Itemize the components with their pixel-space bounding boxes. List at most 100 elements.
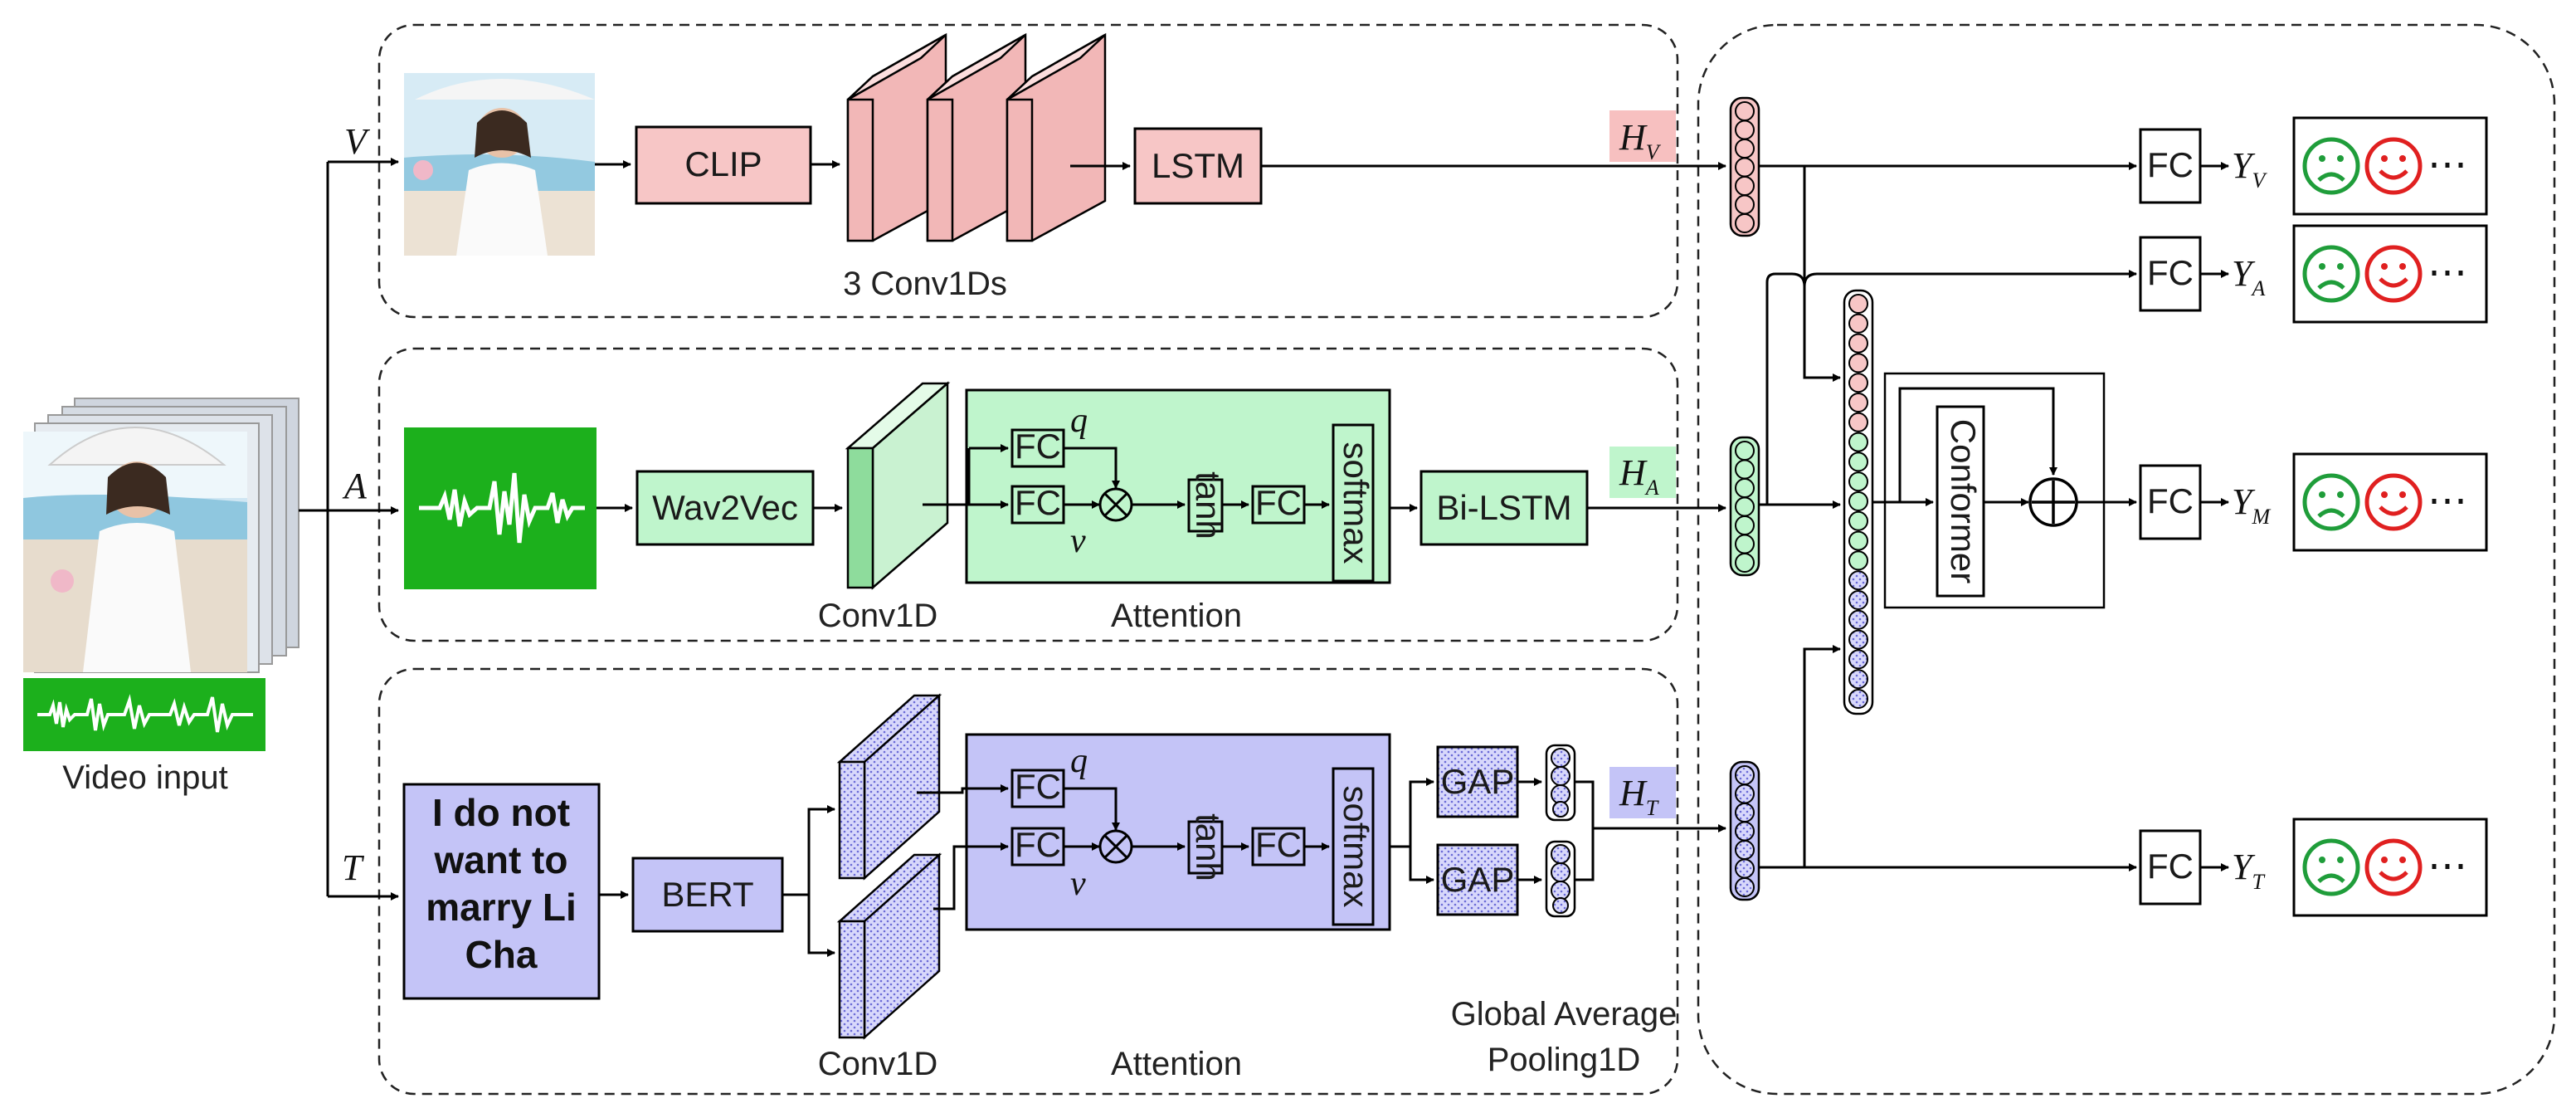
sad-face-eye: [2319, 857, 2325, 863]
output-fc-box: [2139, 464, 2202, 540]
happy-face-icon: [2364, 838, 2423, 896]
happy-face-icon: [2364, 137, 2423, 195]
concat-cell: [1848, 491, 1868, 511]
bert-label: BERT: [661, 875, 753, 914]
text-v-label: v: [1070, 865, 1086, 903]
concat-cell: [1848, 353, 1868, 373]
gap-top-label: GAP: [1441, 762, 1515, 801]
visual-conv-caption: 3 Conv1Ds: [843, 266, 1007, 302]
happy-face-eye: [2399, 155, 2406, 162]
label-t: T: [342, 847, 365, 888]
ha-label: HA: [1619, 452, 1659, 500]
ht-vector-cells: [1735, 765, 1755, 897]
concat-cell: [1848, 432, 1868, 452]
sad-face-mouth: [2317, 280, 2345, 290]
text-v-arrow: [933, 842, 1009, 910]
lstm-label: LSTM: [1152, 146, 1244, 185]
concat-cell: [1848, 452, 1868, 472]
concat-cell: [1848, 510, 1868, 531]
gap-caption-line-1: Global Average: [1451, 996, 1678, 1032]
vector-cell: [1735, 176, 1755, 196]
audio-fc-out: [1251, 485, 1306, 525]
video-frame-image: [23, 427, 247, 672]
happy-face-eye: [2381, 491, 2388, 498]
sad-face-mouth: [2317, 172, 2345, 182]
sentence-line-3: marry Li: [426, 886, 577, 929]
text-attention-caption: Attention: [1111, 1046, 1242, 1082]
ht-badge: [1609, 767, 1676, 818]
sentiment-box: [2292, 818, 2488, 917]
concat-vector-cells: [1848, 294, 1868, 709]
audio-waveform-image: [404, 427, 597, 589]
concat-cell: [1848, 530, 1868, 551]
happy-face-mouth: [2379, 277, 2408, 288]
output-fc-label: FC: [2147, 481, 2194, 520]
output-fc-label: FC: [2147, 253, 2194, 292]
gap-bottom-label: GAP: [1441, 860, 1515, 899]
ha-up-line: [1765, 272, 1818, 505]
sentence-box: [402, 783, 601, 1000]
concat-cell: [1848, 313, 1868, 334]
ellipsis: ⋯: [2427, 844, 2467, 888]
text-tanh-label: tanh: [1189, 813, 1228, 881]
ellipsis: ⋯: [2427, 479, 2467, 523]
sad-face-eye: [2337, 491, 2344, 498]
vector-cell: [1735, 840, 1755, 860]
output-y-label: YM: [2232, 481, 2271, 529]
video-input-stack: [23, 398, 299, 673]
vector-cell: [1735, 877, 1755, 897]
text-fc-v-label: FC: [1015, 825, 1061, 864]
text-q-label: q: [1070, 742, 1088, 780]
gap-top-vector: [1545, 744, 1576, 822]
bert-to-conv-top: [807, 805, 835, 895]
text-attn-gap-bottom: [1409, 847, 1434, 884]
hv-label: HV: [1619, 117, 1662, 164]
ht-to-concat: [1803, 645, 1841, 867]
video-input-waveform: [23, 678, 265, 751]
happy-face-eye: [2399, 491, 2406, 498]
sad-face-eye: [2319, 263, 2325, 270]
concat-cell: [1848, 649, 1868, 670]
audio-softmax-box: [1332, 423, 1375, 583]
sad-face-icon: [2302, 838, 2360, 896]
visual-branch-frame: [377, 23, 1679, 319]
audio-v-label: v: [1070, 522, 1086, 560]
gap-caption-line-2: Pooling1D: [1488, 1042, 1641, 1078]
happy-face-eye: [2381, 857, 2388, 863]
text-fc-out: [1251, 827, 1306, 866]
audio-tanh-box: [1187, 478, 1224, 533]
text-conv1d-bottom: [836, 852, 942, 1040]
text-fc-out-label: FC: [1255, 825, 1302, 864]
output-y-label: YA: [2232, 253, 2265, 300]
audio-multiply-cross: [1103, 492, 1128, 517]
lstm-box: [1133, 127, 1263, 205]
audio-fc-v-label: FC: [1015, 483, 1061, 522]
wav2vec-box: [635, 470, 815, 546]
fusion-frame: [1697, 23, 2556, 1096]
vector-cell: [1735, 553, 1755, 573]
text-conv1d-top: [836, 693, 942, 881]
concat-cell: [1848, 669, 1868, 690]
visual-conv1d-stack: [846, 32, 1107, 242]
audio-fc-q-label: FC: [1015, 427, 1061, 466]
sad-face-icon: [2302, 137, 2360, 195]
ellipsis: ⋯: [2427, 143, 2467, 187]
wav2vec-label: Wav2Vec: [652, 488, 798, 527]
vector-cell: [1735, 459, 1755, 480]
audio-fc-out-label: FC: [1255, 483, 1302, 522]
ha-vector-cells: [1735, 441, 1755, 573]
concat-cell: [1848, 373, 1868, 393]
happy-face-eye: [2381, 155, 2388, 162]
hv-to-concat: [1803, 166, 1841, 382]
sentiment-box: [2292, 224, 2488, 324]
text-q-to-mul: [1064, 787, 1120, 831]
audio-attention-caption: Attention: [1111, 598, 1242, 634]
audio-q-to-mul: [1064, 447, 1120, 489]
text-tanh-box: [1187, 820, 1224, 875]
audio-branch-frame: [377, 347, 1679, 642]
gap-box-bottom: [1436, 843, 1519, 916]
happy-face-icon: [2364, 473, 2423, 531]
text-softmax-label: softmax: [1337, 785, 1376, 907]
